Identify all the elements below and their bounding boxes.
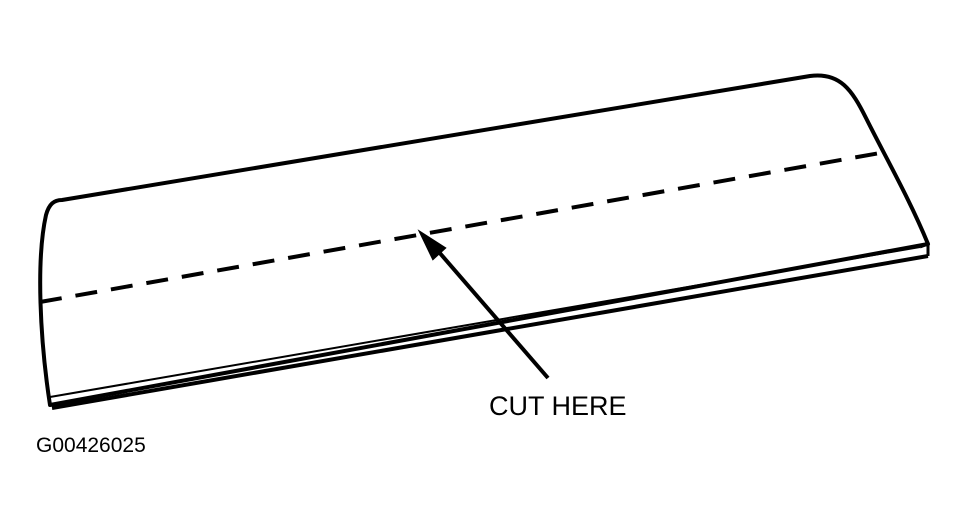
cut-here-label: CUT HERE	[489, 391, 627, 421]
cut-line	[39, 151, 881, 304]
panel-right-corner	[919, 241, 930, 256]
arrow-shaft	[430, 242, 550, 380]
arrow-icon	[417, 229, 550, 380]
figure-id-label: G00426025	[36, 434, 146, 457]
arrow-head	[417, 229, 447, 261]
panel-bottom-edge	[49, 246, 921, 398]
panel-bottom-edge-lower	[51, 254, 929, 410]
panel-outline	[38, 73, 930, 407]
